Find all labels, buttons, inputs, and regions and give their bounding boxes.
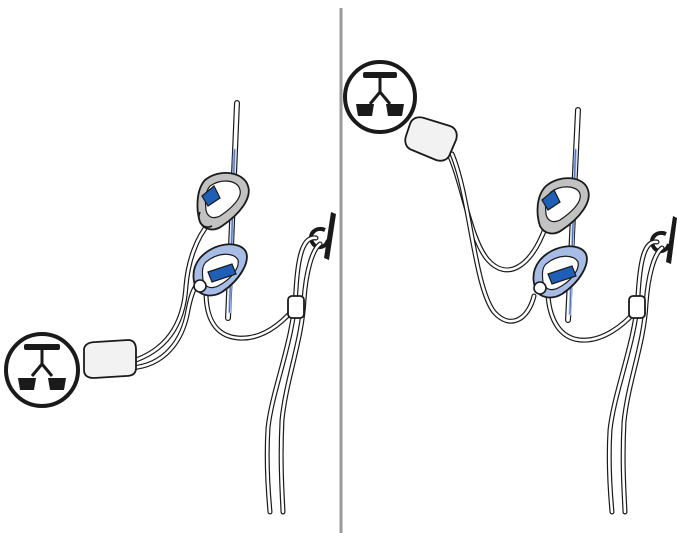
anchor-rope: [609, 242, 662, 512]
harness-icon: [6, 334, 78, 406]
energy-absorber: [84, 340, 136, 378]
rope-sleeve: [629, 296, 645, 318]
lower-carabiner: [193, 244, 247, 295]
harness-icon: [345, 62, 415, 132]
right-panel: [345, 62, 677, 512]
lower-carabiner: [533, 246, 587, 297]
anchor-rope: [267, 238, 320, 512]
upper-carabiner: [538, 178, 589, 233]
energy-absorber: [405, 117, 457, 161]
left-panel: [6, 103, 336, 512]
rope-sleeve: [288, 296, 304, 318]
upper-carabiner: [197, 173, 248, 230]
lanyard-legs: [448, 152, 640, 340]
